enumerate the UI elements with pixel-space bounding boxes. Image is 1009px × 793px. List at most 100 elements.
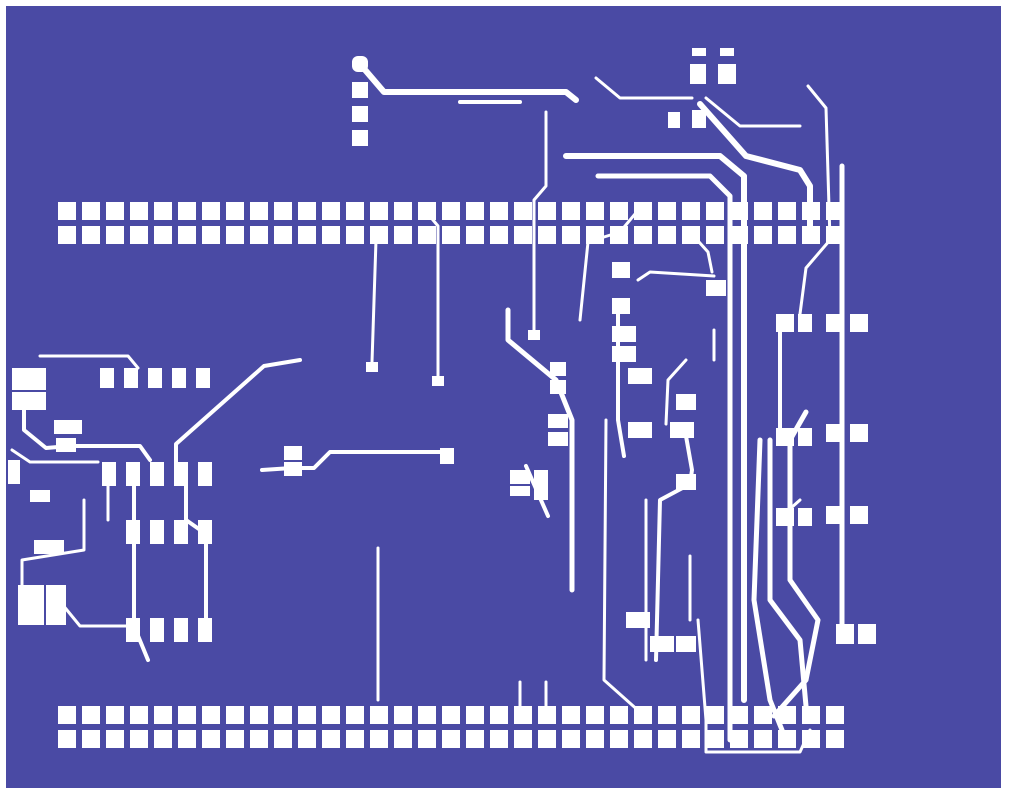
- header-pad: [82, 730, 100, 748]
- header-pad: [826, 706, 844, 724]
- header-pad: [418, 730, 436, 748]
- header-pad: [802, 706, 820, 724]
- header-pad: [706, 706, 724, 724]
- header-pad: [274, 226, 292, 244]
- header-pad: [538, 226, 556, 244]
- traces: [10, 61, 845, 754]
- header-pad: [394, 202, 412, 220]
- header-pad: [154, 730, 172, 748]
- header-pad: [178, 226, 196, 244]
- header-pad: [106, 202, 124, 220]
- header-pad: [106, 730, 124, 748]
- header-pad: [346, 730, 364, 748]
- header-pad: [82, 226, 100, 244]
- header-pad: [634, 202, 652, 220]
- header-pad: [466, 706, 484, 724]
- header-pad: [610, 730, 628, 748]
- header-pad: [82, 202, 100, 220]
- header-pad: [418, 202, 436, 220]
- header-pad: [226, 730, 244, 748]
- header-pad: [658, 706, 676, 724]
- bottom-header-row-2: [58, 730, 844, 748]
- header-pad: [514, 202, 532, 220]
- header-pad: [370, 202, 388, 220]
- header-pad: [538, 202, 556, 220]
- header-pad: [682, 730, 700, 748]
- header-pad: [274, 706, 292, 724]
- header-pad: [754, 226, 772, 244]
- header-pad: [202, 730, 220, 748]
- header-pad: [250, 226, 268, 244]
- header-pad: [106, 226, 124, 244]
- header-pad: [370, 706, 388, 724]
- header-pad: [298, 226, 316, 244]
- header-pad: [202, 226, 220, 244]
- header-pad: [322, 226, 340, 244]
- header-pad: [202, 706, 220, 724]
- header-pad: [370, 730, 388, 748]
- header-pad: [730, 730, 748, 748]
- header-pad: [442, 226, 460, 244]
- header-pad: [370, 226, 388, 244]
- header-pad: [130, 730, 148, 748]
- header-pad: [226, 202, 244, 220]
- header-pad: [514, 226, 532, 244]
- header-pad: [226, 226, 244, 244]
- header-pad: [754, 706, 772, 724]
- header-pad: [130, 706, 148, 724]
- header-pad: [226, 706, 244, 724]
- header-pad: [178, 706, 196, 724]
- header-pad: [658, 202, 676, 220]
- header-pad: [394, 226, 412, 244]
- header-pad: [490, 202, 508, 220]
- header-pad: [82, 706, 100, 724]
- component-top-right: [668, 48, 736, 128]
- header-pad: [586, 730, 604, 748]
- header-pad: [490, 706, 508, 724]
- header-pad: [466, 202, 484, 220]
- header-pad: [826, 730, 844, 748]
- header-pad: [730, 706, 748, 724]
- header-pad: [202, 202, 220, 220]
- header-pad: [346, 202, 364, 220]
- component-left-block: [8, 368, 212, 642]
- header-pad: [298, 202, 316, 220]
- header-pad: [682, 706, 700, 724]
- header-pad: [778, 202, 796, 220]
- header-pad: [490, 730, 508, 748]
- header-pad: [442, 730, 460, 748]
- header-pad: [130, 202, 148, 220]
- header-pad: [58, 730, 76, 748]
- header-pad: [250, 706, 268, 724]
- header-pad: [562, 730, 580, 748]
- header-pad: [346, 226, 364, 244]
- header-pad: [250, 730, 268, 748]
- header-pad: [346, 706, 364, 724]
- header-pad: [634, 730, 652, 748]
- header-pad: [778, 706, 796, 724]
- header-pad: [778, 226, 796, 244]
- header-pad: [682, 202, 700, 220]
- header-pad: [322, 706, 340, 724]
- header-pad: [298, 730, 316, 748]
- header-pad: [538, 730, 556, 748]
- header-pad: [322, 730, 340, 748]
- header-pad: [322, 202, 340, 220]
- header-pad: [562, 226, 580, 244]
- header-pad: [58, 202, 76, 220]
- header-pad: [250, 202, 268, 220]
- header-pad: [562, 202, 580, 220]
- header-pad: [706, 226, 724, 244]
- header-pad: [178, 202, 196, 220]
- header-pad: [130, 226, 148, 244]
- header-pad: [298, 706, 316, 724]
- header-pad: [586, 202, 604, 220]
- header-pad: [418, 706, 436, 724]
- header-pad: [658, 730, 676, 748]
- header-pad: [514, 730, 532, 748]
- header-pad: [466, 226, 484, 244]
- header-pad: [634, 226, 652, 244]
- header-pad: [610, 202, 628, 220]
- header-pad: [586, 706, 604, 724]
